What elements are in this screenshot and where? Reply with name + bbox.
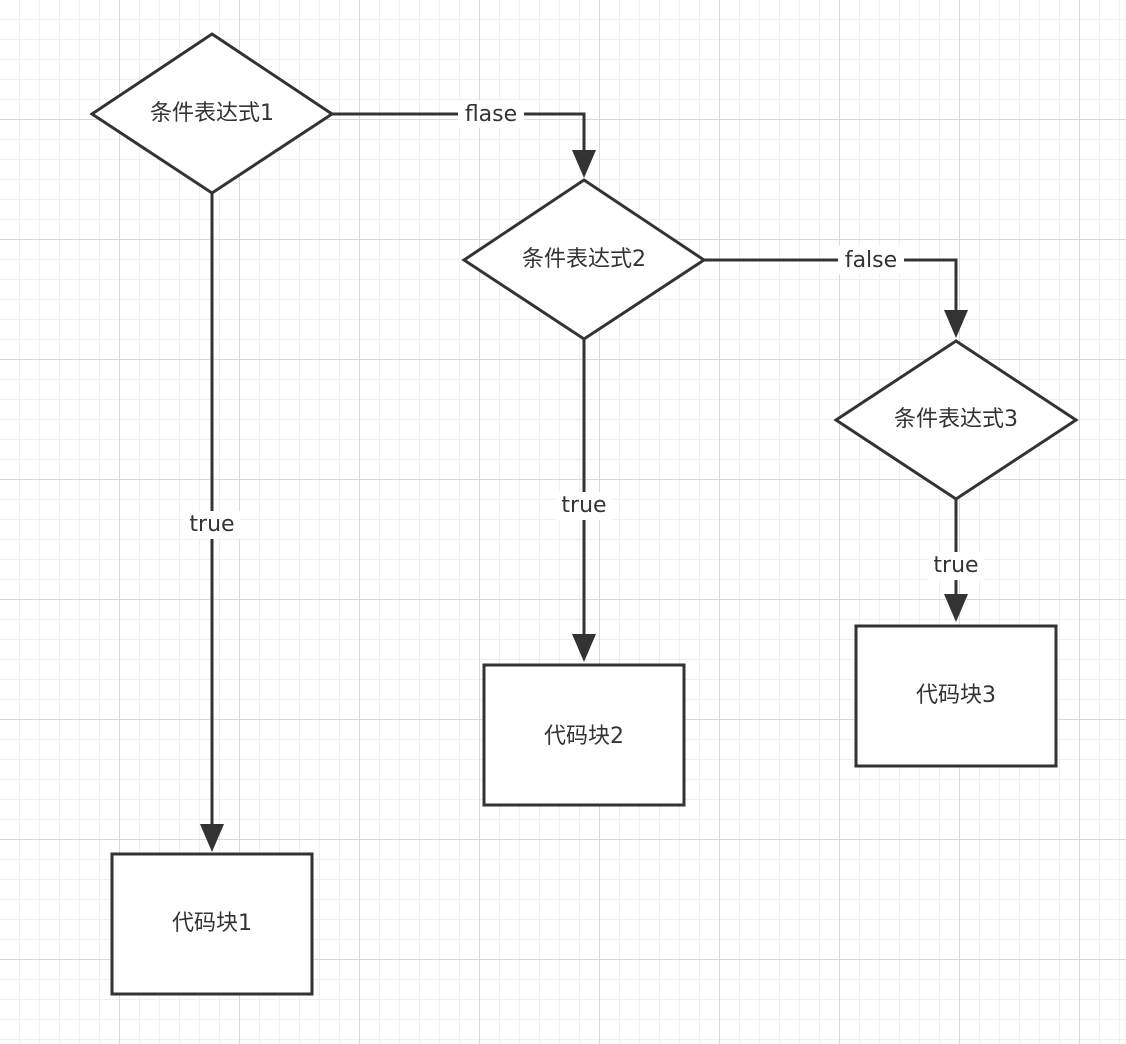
rect-shape [482, 663, 686, 807]
process-node-block3: 代码块3 [854, 624, 1058, 768]
decision-node-cond2: 条件表达式2 [461, 178, 707, 341]
edge-cond1-false: flase [332, 100, 596, 178]
decision-label-cond3: 条件表达式3 [894, 407, 1018, 432]
edge-cond3-true: true [928, 499, 984, 622]
edge-line [704, 258, 958, 314]
arrowhead [200, 824, 224, 852]
edge-label-cond3-true: true [933, 553, 978, 578]
edge-label-cond2-false: false [845, 248, 897, 273]
arrowhead [944, 310, 968, 338]
decision-node-cond1: 条件表达式1 [89, 32, 335, 195]
edge-label-cond1-false: flase [465, 102, 517, 127]
process-label-block1: 代码块1 [172, 911, 252, 936]
rect-shape [110, 852, 314, 996]
edge-cond2-true: true [556, 339, 612, 662]
edge-cond1-true: true [184, 193, 240, 852]
diamond-shape [833, 339, 1079, 501]
edge-label-cond1-true: true [189, 512, 234, 537]
process-node-block2: 代码块2 [482, 663, 686, 807]
decision-label-cond1: 条件表达式1 [150, 101, 274, 126]
edge-line [332, 112, 586, 154]
process-node-block1: 代码块1 [110, 852, 314, 996]
decision-label-cond2: 条件表达式2 [522, 247, 646, 272]
arrowhead [944, 594, 968, 622]
edge-cond2-false: false [704, 246, 968, 338]
arrowhead [572, 634, 596, 662]
process-label-block3: 代码块3 [916, 683, 996, 708]
diamond-shape [89, 32, 335, 195]
rect-shape [854, 624, 1058, 768]
arrowhead [572, 150, 596, 178]
decision-node-cond3: 条件表达式3 [833, 339, 1079, 501]
process-label-block2: 代码块2 [544, 724, 624, 749]
edge-label-cond2-true: true [561, 493, 606, 518]
diamond-shape [461, 178, 707, 341]
